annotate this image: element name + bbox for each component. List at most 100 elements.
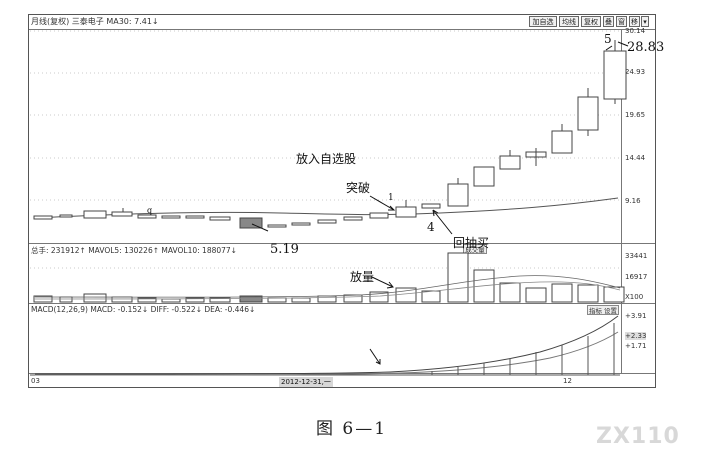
volume-bar (59, 296, 73, 303)
add-watchlist-button[interactable]: 加自选 (529, 16, 557, 27)
x-axis-date: 2012-12-31,一 (279, 377, 333, 387)
dea-line (34, 331, 619, 376)
volume-bar (111, 296, 133, 303)
macd-histogram (431, 323, 615, 375)
volume-tick: 16917 (625, 273, 648, 281)
macd-tick: +2.33 (625, 332, 647, 340)
breakout-arrow (369, 195, 395, 211)
candle (551, 130, 573, 154)
candle (209, 216, 231, 221)
breakout-arrowhead (388, 205, 396, 211)
volume-bar (185, 297, 205, 303)
volume-bar (577, 284, 599, 303)
macd-axis-divider (29, 373, 655, 374)
volume-bar (369, 291, 389, 303)
candle (111, 211, 133, 217)
volume-bar (343, 294, 363, 303)
volume-ma-line (34, 281, 621, 300)
annotation-add-watchlist: 放入自选股 (296, 152, 357, 166)
candle (83, 210, 107, 219)
candle (33, 215, 53, 220)
price-tick: 30.14 (625, 27, 646, 35)
restore-rights-button[interactable]: 复权 (581, 16, 601, 27)
macd-tick: +3.91 (625, 312, 647, 320)
volume-bar (137, 297, 157, 303)
ma30-line (34, 197, 619, 219)
volume-bar (447, 252, 469, 303)
x-axis-label: 03 (31, 377, 40, 385)
candle (317, 219, 337, 224)
volume-macd-divider (29, 303, 655, 304)
price-tick: 14.44 (625, 154, 646, 162)
candle (291, 222, 311, 226)
candle (577, 96, 599, 131)
price-tick: 24.93 (625, 68, 646, 76)
volume-bars (33, 252, 625, 303)
candle (369, 212, 389, 219)
macd-arrow (369, 348, 381, 365)
candle (421, 203, 441, 209)
candle-wicks (122, 40, 616, 212)
diff-line (34, 315, 619, 375)
volume-info: 总手: 231912↑ MAVOL5: 130226↑ MAVOL10: 188… (31, 246, 237, 255)
volume-tick: 33441 (625, 252, 648, 260)
candle (603, 50, 627, 100)
volume-unit: X100 (625, 293, 644, 301)
candle (499, 155, 521, 170)
volume-bar (551, 283, 573, 303)
peak-arrow (605, 45, 613, 51)
move-button[interactable]: 移 (629, 16, 640, 27)
macd-arrowhead (375, 359, 381, 365)
candle (395, 206, 417, 218)
volume-bar (603, 286, 625, 303)
volume-arrow (371, 276, 394, 288)
candle (59, 214, 73, 218)
annotation-point-4: 4 (427, 220, 435, 234)
annotation-pullback-buy: 回抽买 (453, 236, 490, 250)
window-button[interactable]: 窗 (616, 16, 627, 27)
volume-bar (267, 297, 287, 303)
volume-bar (83, 293, 107, 303)
annotation-arrows (251, 41, 629, 365)
volume-bar (239, 295, 263, 303)
volume-bar (291, 297, 311, 303)
macd-tick: +1.71 (625, 342, 647, 350)
pullback-arrow (432, 209, 453, 235)
volume-arrowhead (386, 281, 394, 289)
candle (473, 166, 495, 187)
volume-bar (525, 287, 547, 303)
annotation-high-price: 28.83 (627, 40, 665, 55)
annotation-point-5: 5 (604, 32, 612, 46)
axis-separator (621, 29, 622, 373)
stock-info: 月线(复权) 三泰电子 MA30: 7.41↓ (31, 17, 159, 26)
chart-header: 月线(复权) 三泰电子 MA30: 7.41↓ 加自选 均线 复权 叠 窗 移 … (29, 15, 655, 29)
overlay-button[interactable]: 叠 (603, 16, 614, 27)
annotation-small: 1 (388, 193, 394, 203)
price-tick: 19.65 (625, 111, 646, 119)
more-icon[interactable]: ▾ (641, 16, 649, 27)
candle (239, 217, 263, 229)
candle (343, 216, 363, 221)
header-divider (29, 29, 655, 30)
pullback-arrowhead (432, 209, 439, 217)
candle (267, 224, 287, 228)
indicator-settings-button[interactable]: 指标 设置 (587, 305, 619, 315)
x-axis-label: 12 (563, 377, 572, 385)
kline-chart-window: 月线(复权) 三泰电子 MA30: 7.41↓ 加自选 均线 复权 叠 窗 移 … (28, 14, 656, 388)
ma-button[interactable]: 均线 (559, 16, 579, 27)
volume-bar (161, 298, 181, 303)
volume-ma-line (34, 275, 621, 298)
watermark-logo: ZX110 (596, 424, 680, 449)
candle (137, 214, 157, 219)
macd-info: MACD(12,26,9) MACD: -0.152↓ DIFF: -0.522… (31, 305, 256, 314)
price-volume-divider (29, 243, 655, 244)
annotation-small: q (147, 206, 153, 215)
candle (185, 215, 205, 219)
volume-bar (499, 282, 521, 303)
volume-bar (209, 297, 231, 303)
volume-button[interactable]: 成交量 (463, 244, 487, 254)
price-tick: 9.16 (625, 197, 641, 205)
figure-caption: 图 6—1 (316, 419, 388, 439)
candle (447, 183, 469, 207)
